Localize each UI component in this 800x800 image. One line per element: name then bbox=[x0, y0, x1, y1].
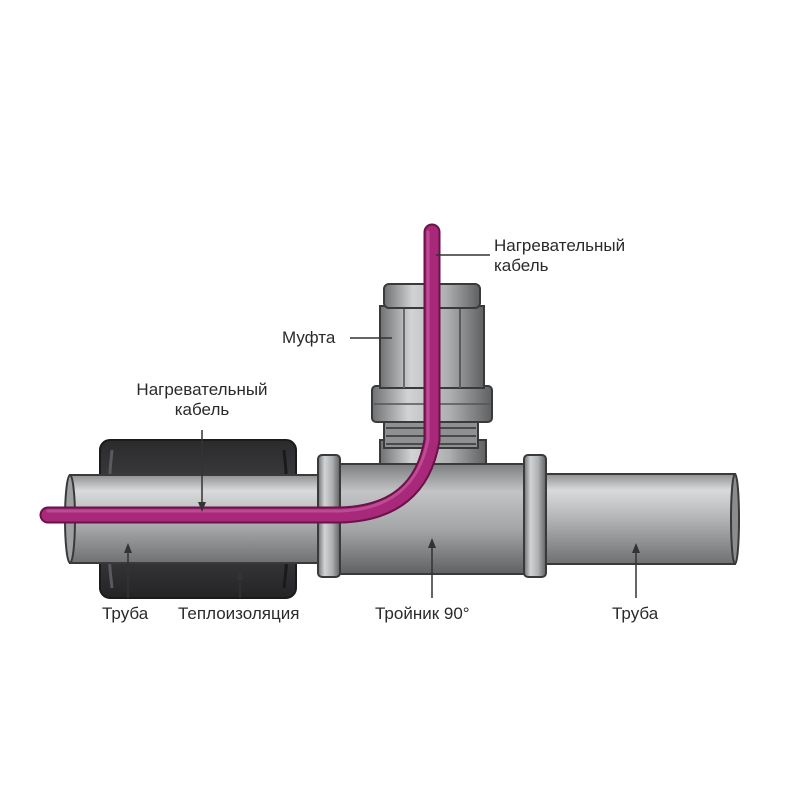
label-heating-cable-top: Нагревательный кабель bbox=[494, 236, 625, 276]
pipe-right bbox=[539, 473, 740, 565]
label-heating-cable-left: Нагревательный кабель bbox=[122, 380, 282, 420]
leader-lines bbox=[127, 254, 637, 598]
label-pipe-right: Труба bbox=[612, 604, 659, 623]
label-pipe-left: Труба bbox=[102, 604, 149, 623]
label-heating-cable-top-line1: Нагревательный bbox=[494, 236, 626, 255]
label-insulation: Теплоизоляция bbox=[178, 604, 300, 623]
label-tee-90: Тройник 90° bbox=[375, 604, 470, 623]
label-coupling: Муфта bbox=[282, 328, 336, 347]
label-heating-cable-left-line2: кабель bbox=[174, 400, 230, 419]
leader-arrowheads bbox=[124, 502, 640, 580]
heating-cable bbox=[39, 223, 441, 524]
label-heating-cable-left-line1: Нагревательный bbox=[136, 380, 268, 399]
label-heating-cable-top-line2: кабель bbox=[494, 256, 549, 275]
